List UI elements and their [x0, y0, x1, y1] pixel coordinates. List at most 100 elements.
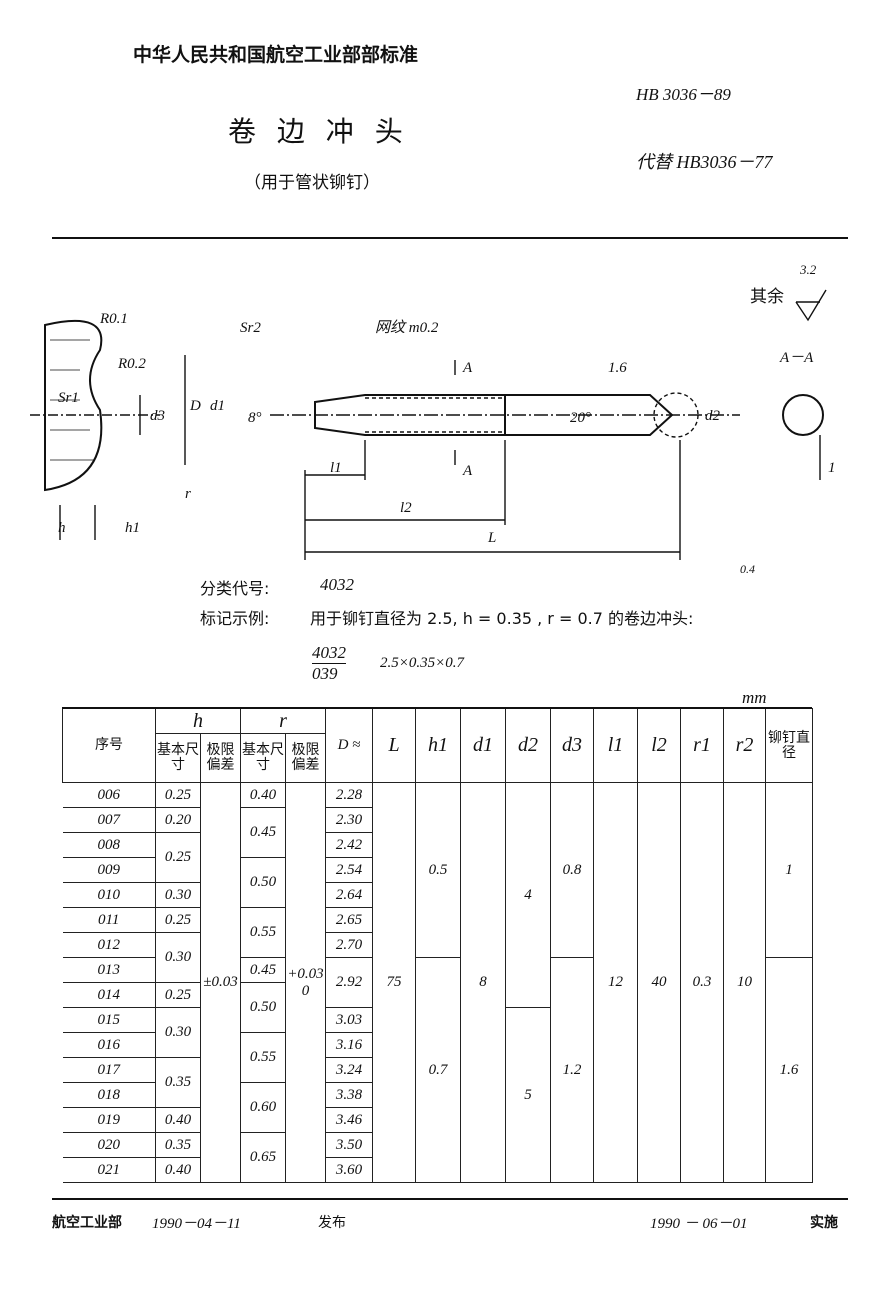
- cell-d2: 5: [505, 1007, 551, 1183]
- cell-r-basic: 0.40: [240, 782, 286, 808]
- table-top-rule: [62, 707, 812, 709]
- cell-D: 3.46: [325, 1107, 373, 1133]
- cell-h-basic: 0.40: [155, 1107, 201, 1133]
- svg-text:Sr2: Sr2: [240, 320, 261, 336]
- cell-no: 014: [62, 982, 156, 1008]
- cell-d1: 8: [460, 782, 506, 1183]
- cell-no: 009: [62, 857, 156, 883]
- cell-r-basic: 0.55: [240, 907, 286, 958]
- header-L: L: [372, 708, 416, 783]
- cell-r1: 0.3: [680, 782, 724, 1183]
- cell-r-basic: 0.45: [240, 807, 286, 858]
- roughness-symbol: [795, 289, 827, 322]
- cell-h-basic: 0.25: [155, 782, 201, 808]
- cell-D: 2.70: [325, 932, 373, 958]
- example-numerator: 4032: [312, 643, 346, 664]
- example-dims: 2.5×0.35×0.7: [380, 655, 464, 671]
- cell-h-basic: 0.30: [155, 882, 201, 908]
- cell-no: 011: [62, 907, 156, 933]
- header-l1: l1: [593, 708, 638, 783]
- svg-text:r: r: [185, 486, 191, 502]
- doc-title: 卷 边 冲 头: [228, 115, 409, 148]
- cell-D: 2.30: [325, 807, 373, 833]
- svg-text:A: A: [462, 360, 473, 376]
- header-h: h: [155, 708, 241, 734]
- replaces-note: 代替 HB3036－77: [636, 152, 773, 172]
- effective-date: 1990 － 06－01: [650, 1216, 748, 1232]
- cell-h-tol: ±0.03: [200, 782, 241, 1183]
- cell-D: 2.92: [325, 957, 373, 1008]
- cell-h-basic: 0.25: [155, 907, 201, 933]
- header-rivet-diameter: 铆钉直径: [765, 708, 813, 783]
- cell-h1: 0.5: [415, 782, 461, 958]
- svg-text:L: L: [487, 530, 496, 546]
- cell-D: 2.42: [325, 832, 373, 858]
- example-text: 用于铆钉直径为 2.5, h = 0.35 , r = 0.7 的卷边冲头:: [310, 609, 694, 628]
- cell-rivet: 1: [765, 782, 813, 958]
- header-h-tol: 极限偏差: [200, 733, 241, 783]
- cell-no: 012: [62, 932, 156, 958]
- cell-l1: 12: [593, 782, 638, 1183]
- cell-r-basic: 0.55: [240, 1032, 286, 1083]
- svg-text:R0.1: R0.1: [99, 311, 128, 327]
- svg-text:D: D: [189, 398, 201, 414]
- cell-rivet: 1.6: [765, 957, 813, 1183]
- issuer: 航空工业部: [52, 1215, 122, 1231]
- cell-no: 016: [62, 1032, 156, 1058]
- header-r1: r1: [680, 708, 724, 783]
- header-r2: r2: [723, 708, 766, 783]
- cell-h-basic: 0.25: [155, 982, 201, 1008]
- cell-r-basic: 0.65: [240, 1132, 286, 1183]
- cell-D: 3.03: [325, 1007, 373, 1033]
- svg-text:h1: h1: [125, 520, 140, 536]
- svg-text:A: A: [462, 463, 473, 479]
- cell-D: 3.50: [325, 1132, 373, 1158]
- cell-D: 3.24: [325, 1057, 373, 1083]
- svg-text:20°: 20°: [570, 410, 591, 426]
- svg-text:1: 1: [828, 460, 836, 476]
- cell-no: 008: [62, 832, 156, 858]
- header-h-basic: 基本尺寸: [155, 733, 201, 783]
- header-r: r: [240, 708, 326, 734]
- cell-L: 75: [372, 782, 416, 1183]
- example-label: 标记示例:: [200, 609, 270, 628]
- svg-text:d3: d3: [150, 408, 165, 424]
- svg-text:8°: 8°: [248, 410, 262, 426]
- cell-r-basic: 0.50: [240, 857, 286, 908]
- svg-text:R0.2: R0.2: [117, 356, 146, 372]
- header-no: 序号: [62, 708, 156, 783]
- cell-no: 013: [62, 957, 156, 983]
- cell-no: 006: [62, 782, 156, 808]
- org-title: 中华人民共和国航空工业部部标准: [133, 44, 419, 66]
- doc-subtitle: （用于管状铆钉）: [244, 173, 380, 193]
- roughness-rest-label: 其余: [750, 287, 784, 307]
- svg-text:Sr1: Sr1: [58, 390, 79, 406]
- class-code: 4032: [320, 575, 354, 594]
- header-r-basic: 基本尺寸: [240, 733, 286, 783]
- cell-r-basic: 0.45: [240, 957, 286, 983]
- svg-text:h: h: [58, 520, 66, 536]
- cell-h-basic: 0.35: [155, 1057, 201, 1108]
- cell-no: 007: [62, 807, 156, 833]
- header-r-tol: 极限偏差: [285, 733, 326, 783]
- cell-r-basic: 0.60: [240, 1082, 286, 1133]
- header-d1: d1: [460, 708, 506, 783]
- cell-h-basic: 0.30: [155, 1007, 201, 1058]
- standard-number: HB 3036－89: [636, 85, 731, 104]
- header-d3: d3: [550, 708, 594, 783]
- svg-text:A－A: A－A: [779, 350, 814, 366]
- cell-D: 3.16: [325, 1032, 373, 1058]
